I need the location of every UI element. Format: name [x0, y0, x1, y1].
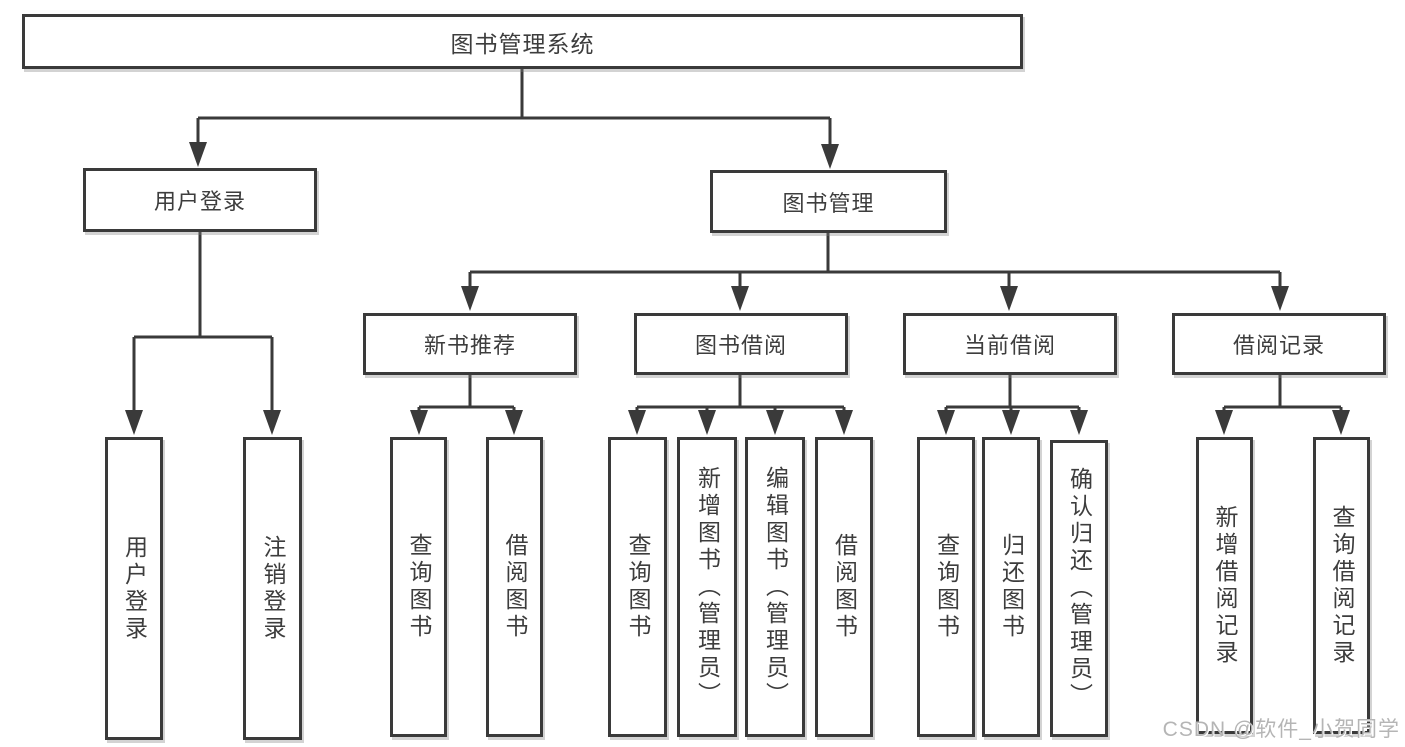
node-book-management: 图书管理	[710, 170, 947, 233]
watermark: CSDN @软件_小贺同学	[1162, 718, 1400, 741]
leaf-query-books-current: 查询图书	[917, 437, 975, 737]
leaf-query-books-borrow: 查询图书	[608, 437, 667, 737]
leaf-add-borrow-record: 新增借阅记录	[1196, 437, 1253, 734]
leaf-query-borrow-record: 查询借阅记录	[1313, 437, 1370, 734]
leaf-borrow-books: 借阅图书	[815, 437, 873, 737]
node-root: 图书管理系统	[22, 14, 1023, 69]
leaf-confirm-return-admin: 确认归还（管理员）	[1050, 440, 1108, 737]
leaf-query-books-recommend: 查询图书	[390, 437, 447, 737]
leaf-return-book: 归还图书	[982, 437, 1040, 737]
leaf-user-login: 用户登录	[105, 437, 163, 740]
node-book-borrow: 图书借阅	[634, 313, 848, 375]
node-borrow-records: 借阅记录	[1172, 313, 1386, 375]
node-current-borrow: 当前借阅	[903, 313, 1117, 375]
node-user-login: 用户登录	[83, 168, 317, 232]
leaf-add-book-admin: 新增图书（管理员）	[677, 437, 737, 737]
leaf-edit-book-admin: 编辑图书（管理员）	[745, 437, 805, 737]
node-new-book-recommend: 新书推荐	[363, 313, 577, 375]
leaf-logout: 注销登录	[243, 437, 302, 740]
leaf-borrow-books-recommend: 借阅图书	[486, 437, 543, 737]
